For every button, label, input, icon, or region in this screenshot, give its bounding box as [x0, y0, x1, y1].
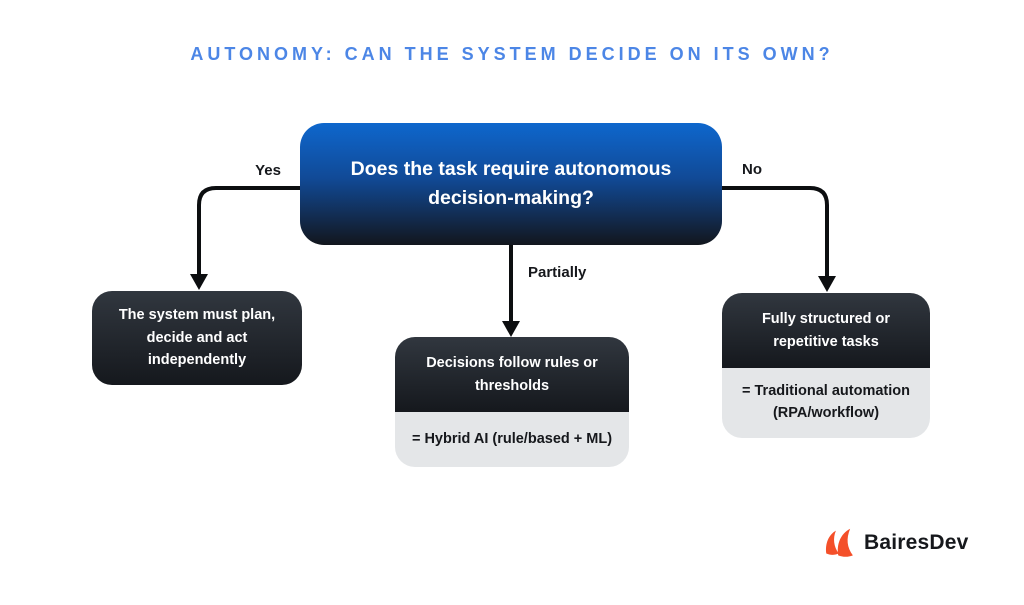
- result-yes-text: The system must plan, decide and act ind…: [118, 307, 276, 369]
- connector-no: [722, 186, 829, 277]
- branch-label-yes: Yes: [255, 162, 281, 179]
- arrowhead-no-icon: [818, 276, 836, 292]
- result-node-no: Fully structured or repetitive tasks = T…: [722, 293, 930, 438]
- result-no-text: Fully structured or repetitive tasks: [761, 311, 891, 350]
- brand-logo-text: BairesDev: [864, 531, 969, 554]
- result-node-yes: The system must plan, decide and act ind…: [92, 291, 302, 385]
- arrowhead-yes-icon: [190, 274, 208, 290]
- result-no-equivalent-panel: = Traditional automation (RPA/workflow): [722, 368, 930, 438]
- decision-question: Does the task require autonomous decisio…: [350, 157, 672, 209]
- bairesdev-flame-icon: [826, 528, 853, 557]
- result-partially-text: Decisions follow rules or thresholds: [426, 355, 598, 394]
- result-no-equivalent-text: = Traditional automation (RPA/workflow): [742, 383, 910, 421]
- result-partially-equivalent-text: = Hybrid AI (rule/based + ML): [411, 430, 613, 447]
- result-node-partially: Decisions follow rules or thresholds = H…: [395, 337, 629, 467]
- brand-logo: BairesDev: [824, 528, 969, 558]
- branch-label-partially: Partially: [528, 264, 587, 281]
- result-partially-equivalent-panel: = Hybrid AI (rule/based + ML): [395, 412, 629, 467]
- connector-yes: [197, 186, 300, 276]
- branch-label-no: No: [742, 161, 762, 178]
- arrowhead-partially-icon: [502, 321, 520, 337]
- page-title: AUTONOMY: CAN THE SYSTEM DECIDE ON ITS O…: [190, 44, 834, 64]
- decision-node: Does the task require autonomous decisio…: [300, 123, 722, 245]
- result-no-condition-panel: Fully structured or repetitive tasks: [722, 293, 930, 368]
- result-partially-condition-panel: Decisions follow rules or thresholds: [395, 337, 629, 412]
